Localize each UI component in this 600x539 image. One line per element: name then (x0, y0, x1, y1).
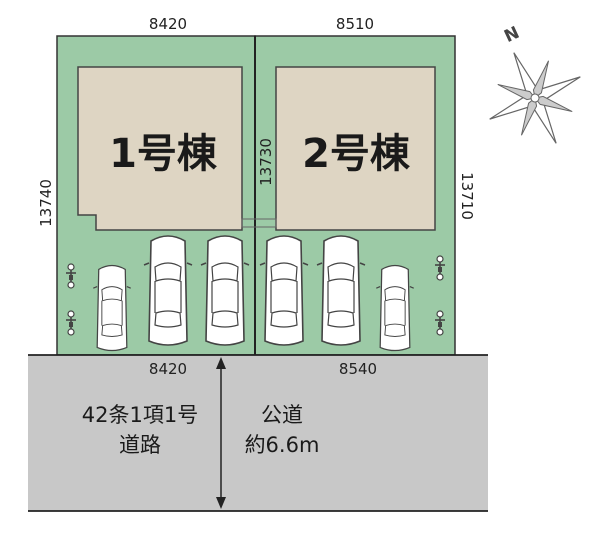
car-5 (316, 235, 366, 346)
width-top-lot-1: 8420 (149, 15, 187, 33)
depth-left: 13740 (37, 179, 55, 227)
building-1-label: 1号棟 (109, 131, 218, 177)
road-width: 約6.6m (245, 433, 320, 457)
building-1 (77, 66, 243, 231)
compass-icon (489, 52, 581, 144)
compass-north-label: N (501, 23, 522, 47)
depth-right: 13710 (458, 172, 476, 220)
road-type-line2: 道路 (119, 433, 161, 457)
car-6 (375, 264, 415, 352)
road-width-arrow (216, 357, 226, 509)
car-4 (259, 235, 309, 346)
width-bottom-lot-2: 8540 (339, 360, 377, 378)
car-1 (92, 264, 132, 352)
depth-middle: 13730 (257, 138, 275, 186)
building-2-label: 2号棟 (302, 131, 411, 177)
car-3 (200, 235, 250, 346)
building-2 (275, 66, 436, 231)
width-bottom-lot-1: 8420 (149, 360, 187, 378)
road-type-line1: 42条1項1号 (82, 403, 198, 427)
width-top-lot-2: 8510 (336, 15, 374, 33)
walkway (241, 218, 277, 228)
car-2 (143, 235, 193, 346)
road (28, 355, 488, 511)
road-kind: 公道 (261, 403, 303, 427)
